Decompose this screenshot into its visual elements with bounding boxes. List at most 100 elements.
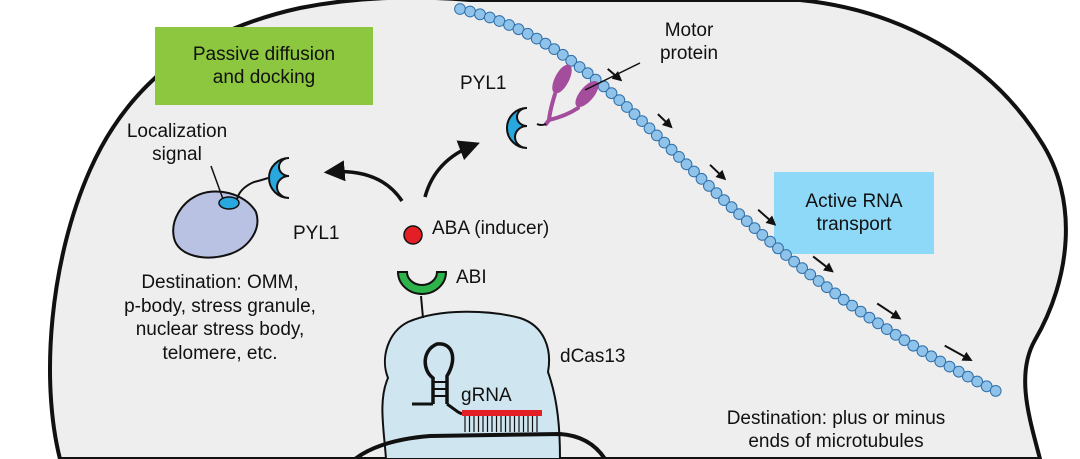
microtubule-bead [718, 194, 730, 207]
passive-diffusion-label: Passive diffusion and docking [192, 44, 336, 88]
transport-arrow [709, 164, 727, 181]
transport-arrow [607, 68, 623, 82]
aba-dot [403, 225, 423, 245]
localization-signal-dot [218, 196, 240, 210]
microtubule-bead [788, 255, 800, 268]
microtubule-bead [512, 23, 525, 36]
microtubule-bead [943, 360, 956, 373]
aba-label: ABA (inducer) [432, 218, 550, 239]
microtubule-bead [804, 268, 817, 281]
transport-arrow [876, 302, 902, 320]
dcas13-label: dCas13 [560, 346, 626, 367]
microtubule-bead [710, 187, 723, 200]
microtubule-bead [733, 208, 745, 221]
localization-linker [236, 177, 269, 200]
passive-diffusion-box-bg [155, 27, 373, 105]
grna-spacer-bar [462, 410, 542, 416]
destination-left-label: Destination: OMM, p-body, stress granule… [124, 272, 316, 364]
microtubule-bead [556, 48, 569, 61]
abi-shape [396, 271, 448, 295]
grna-label: gRNA [461, 385, 512, 406]
microtubule-bead [581, 67, 594, 80]
microtubule-bead [907, 339, 920, 352]
microtubule-bead [680, 158, 693, 171]
microtubule-bead [812, 275, 825, 287]
microtubule-bead [548, 43, 561, 55]
microtubule-bead [925, 350, 938, 363]
microtubule-bead [605, 87, 618, 100]
microtubule-bead [971, 375, 984, 388]
transport-arrow [757, 209, 777, 226]
pyl1-left-label: PYL1 [293, 223, 340, 244]
microtubule-bead [764, 235, 777, 248]
microtubule-bead [673, 151, 685, 163]
microtubule-bead [650, 129, 663, 142]
microtubule-bead [474, 8, 486, 21]
motor-stalk [544, 92, 580, 126]
microtubule-bead [748, 222, 761, 235]
grna-base-pairs [464, 416, 538, 432]
microtubule-bead [521, 27, 534, 40]
transport-arrow [657, 113, 673, 129]
microtubule-bead [665, 143, 678, 156]
microtubule-bead [688, 165, 700, 178]
abi-label: ABI [456, 267, 487, 288]
microtubule-bead [530, 32, 543, 45]
microtubule-bead [703, 180, 715, 192]
microtubule-bead [880, 323, 893, 336]
microtubule-bead [573, 61, 586, 73]
microtubule-bead [837, 293, 850, 306]
microtubule-bead [695, 172, 708, 185]
grna-hairpin-rungs [433, 381, 447, 397]
microtubule-bead [621, 101, 633, 113]
dcas13-shape [381, 310, 562, 459]
microtubule-bead [889, 328, 902, 341]
pyl1-top-label: PYL1 [460, 73, 507, 94]
microtubule-bead [989, 385, 1002, 397]
microtubule-bead [636, 115, 648, 127]
target-rna [353, 431, 607, 459]
pyl1-top-linker [536, 123, 547, 126]
destination-right-label: Destination: plus or minus ends of micro… [726, 408, 946, 452]
microtubule-bead [756, 229, 769, 241]
motor-protein-label: Motor protein [659, 20, 719, 64]
microtubule-bead [820, 281, 833, 294]
pyl1-top-shape [506, 107, 528, 149]
microtubule-bead [613, 94, 626, 106]
localization-signal-label: Localization signal [126, 121, 228, 165]
transport-arrows [607, 68, 973, 362]
transport-arrow [944, 344, 973, 362]
cell-outline [48, 0, 1068, 459]
microtubule [454, 3, 1002, 397]
microtubule-bead [658, 136, 671, 149]
microtubule-bead [872, 317, 884, 330]
transport-arrow [812, 255, 834, 273]
grna-hairpin [423, 342, 455, 404]
motor-label-pointer [584, 62, 641, 91]
microtubule-bead [829, 287, 842, 300]
arrow-to-motor [423, 140, 480, 198]
microtubule-bead [796, 262, 808, 275]
microtubule-bead [464, 5, 477, 18]
microtubule-bead [643, 122, 656, 135]
motor-head-left [552, 64, 572, 94]
microtubule-bead [863, 311, 876, 324]
microtubule-bead [916, 345, 929, 358]
microtubule-bead [740, 215, 753, 228]
microtubule-bead [780, 249, 792, 261]
microtubule-bead [493, 15, 506, 27]
microtubule-bead [454, 3, 466, 15]
dcas13-abi-linker [420, 295, 424, 319]
grna-tail [446, 402, 463, 416]
motor-head-right [575, 80, 599, 108]
microtubule-bead [934, 355, 947, 368]
microtubule-bead [628, 108, 641, 120]
motor-protein [544, 64, 599, 126]
microtubule-bead [898, 334, 911, 347]
active-transport-label: Active RNA transport [805, 191, 903, 235]
microtubule-bead [846, 299, 858, 312]
microtubule-bead [962, 370, 974, 383]
microtubule-bead [565, 54, 578, 67]
microtubule-bead [952, 365, 965, 378]
